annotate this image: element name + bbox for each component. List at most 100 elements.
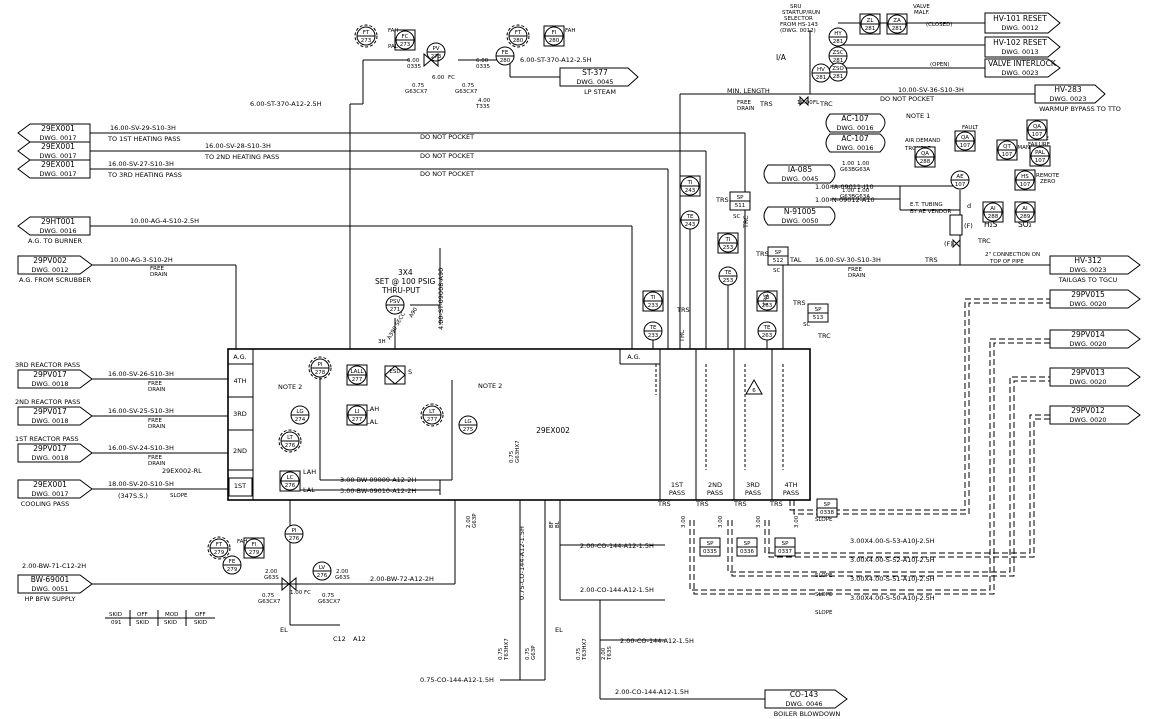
connector-ac107a[interactable]: AC-107 DWG. 0016 [825, 113, 886, 133]
connector-valve-interlock[interactable]: VALVE INTERLOCK DWG. 0023 [984, 58, 1061, 78]
tag-a12: A12 [353, 635, 366, 643]
connector-bw69001[interactable]: BW-69001 DWG. 0051 [17, 574, 93, 594]
connector-r3[interactable]: 29PV017 DWG. 0018 [17, 369, 93, 389]
v300b: 3.00 [718, 515, 724, 528]
instrument-hv281-num: 281 [816, 75, 827, 81]
connector-pv014[interactable]: 29PV014 DWG. 0020 [1049, 329, 1141, 349]
instrument-hs107-num: 107 [1020, 182, 1031, 188]
bw-dwg: DWG. 0051 [31, 585, 68, 593]
sru: SRU [790, 4, 801, 10]
connector-ex001-2nd[interactable]: 29EX001 DWG. 0017 [17, 141, 91, 161]
ex-pass4: 4TH [785, 481, 798, 489]
instrument-pi276-num: 276 [289, 536, 300, 542]
connector-st377[interactable]: ST-377 DWG. 0045 [559, 67, 639, 87]
connector-ht001[interactable]: 29HT001 DWG. 0016 [17, 216, 91, 236]
connector-hv283[interactable]: HV-283 DWG. 0023 [1034, 84, 1106, 104]
instrument-te243-num: 243 [685, 222, 696, 228]
instrument-fe279-num: 279 [227, 567, 238, 573]
instrument-lg274-func: LG [296, 409, 303, 415]
connector-pv015[interactable]: 29PV015 DWG. 0020 [1049, 289, 1141, 309]
connector-hv102[interactable]: HV-102 RESET DWG. 0013 [984, 36, 1061, 58]
connector-ex001-3rd[interactable]: 29EX001 DWG. 0017 [17, 159, 91, 179]
connector-hv101[interactable]: HV-101 RESET DWG. 0012 [984, 12, 1061, 34]
instrument-qa288-func: QA [921, 151, 929, 157]
connector-co143[interactable]: CO-143 DWG. 0046 [764, 689, 848, 709]
connector-pv013[interactable]: 29PV013 DWG. 0020 [1049, 367, 1141, 387]
connector-pv012[interactable]: 29PV012 DWG. 0020 [1049, 405, 1141, 425]
instrument-hy281-num: 281 [833, 39, 844, 45]
connector-r1[interactable]: 29PV017 DWG. 0018 [17, 443, 93, 463]
ex001c-dwg: DWG. 0017 [39, 170, 76, 178]
pv014-dwg: DWG. 0020 [1069, 340, 1106, 348]
connector-ex001-cooling[interactable]: 29EX001 DWG. 0017 [17, 479, 93, 499]
instrument-esd[interactable]: ESD [384, 365, 406, 385]
instrument-ft280-num: 280 [513, 38, 524, 44]
connector-pv002[interactable]: 29PV002 DWG. 0012 [17, 255, 93, 275]
slope-1: SLOPE [170, 493, 188, 499]
exchanger-29ex002[interactable] [227, 348, 811, 501]
connector-hv312[interactable]: HV-312 DWG. 0023 [1049, 255, 1141, 275]
fc: FC [448, 75, 455, 81]
instrument-ti243-num: 243 [685, 188, 696, 194]
instrument-lc276-num: 276 [285, 483, 296, 489]
v300a: 3.00 [681, 515, 687, 528]
connector-ex001-1st[interactable]: 29EX001 DWG. 0017 [17, 123, 91, 143]
connector-ia085[interactable]: IA-085 DWG. 0045 [763, 164, 836, 184]
v600fc: 6.00 [432, 75, 445, 81]
connector-r2[interactable]: 29PV017 DWG. 0018 [17, 406, 93, 426]
instrument-te233-func: TE [649, 325, 657, 331]
connector-ac107b[interactable]: AC-107 DWG. 0016 [825, 133, 886, 153]
connector-n91005[interactable]: N-91005 DWG. 0050 [763, 206, 836, 226]
